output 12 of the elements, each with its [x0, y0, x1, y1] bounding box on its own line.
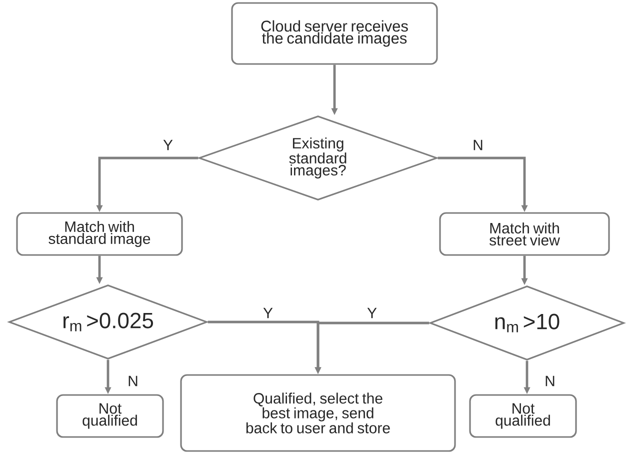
- process-box: Qualified, select the best image, send back to user and store: [180, 374, 456, 452]
- process-box: Match with street view: [439, 212, 610, 256]
- edge-label: N: [472, 138, 484, 152]
- edge-label: N: [544, 374, 556, 388]
- process-box: Not qualified: [469, 394, 577, 438]
- edge-label: Y: [162, 138, 174, 152]
- edge-label: Y: [366, 306, 378, 320]
- process-box: Cloud server receives the candidate images: [231, 2, 438, 65]
- edge-label: Y: [262, 306, 274, 320]
- edge-label: N: [126, 374, 140, 388]
- process-box: Not qualified: [56, 394, 164, 438]
- process-box: Match with standard image: [16, 212, 183, 256]
